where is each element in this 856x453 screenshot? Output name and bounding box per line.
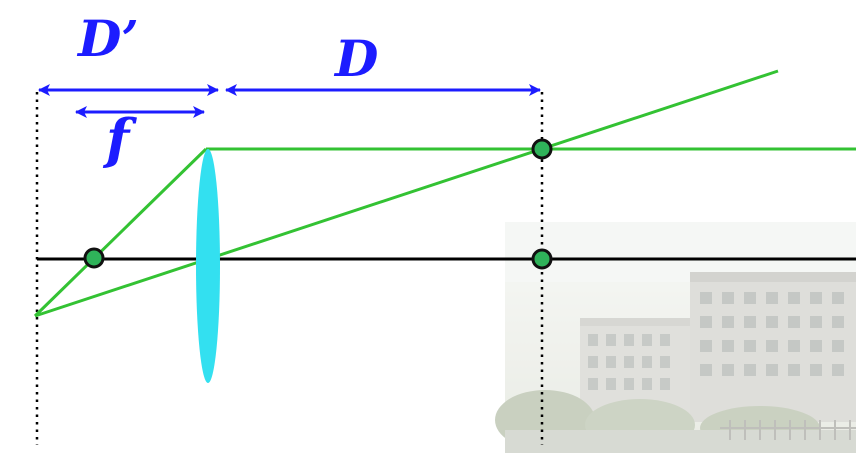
label-d-prime: D’ [78, 9, 139, 68]
point-top-intersection [531, 138, 553, 160]
lens [196, 149, 220, 383]
point-axis-right [531, 248, 553, 270]
label-d: D [335, 29, 379, 88]
ray-focal-to-top [33, 147, 208, 318]
ray-through-center [34, 69, 779, 318]
label-f: f [106, 107, 130, 171]
point-focal [83, 247, 105, 269]
